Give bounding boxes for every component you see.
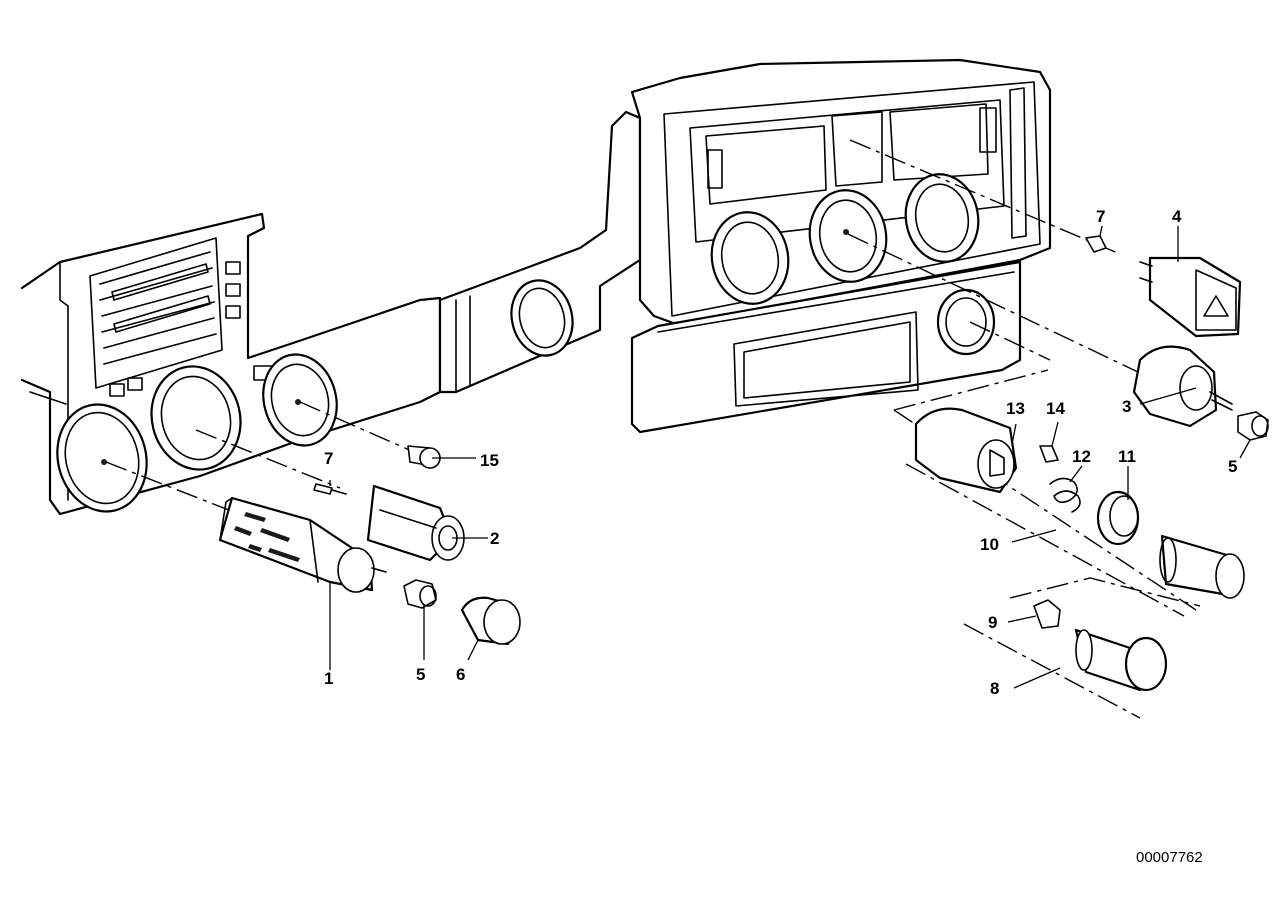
part-6-cap — [460, 596, 521, 646]
callout-2: 2 — [490, 529, 499, 548]
callout-14: 14 — [1046, 399, 1065, 418]
callout-7-right: 7 — [1096, 207, 1105, 226]
part-2-socket — [366, 484, 465, 562]
callout-5-right: 5 — [1228, 457, 1237, 476]
part-12-spring — [1049, 477, 1081, 513]
leader-lines — [329, 225, 1251, 689]
callout-10: 10 — [980, 535, 999, 554]
part-14-bulb — [1039, 445, 1059, 463]
document-number: 00007762 — [1136, 849, 1203, 866]
callout-6: 6 — [456, 665, 465, 684]
part-9-knob — [1033, 599, 1061, 629]
callout-15: 15 — [480, 451, 499, 470]
part-3-rotary-switch — [1132, 345, 1233, 428]
part-5-knob-left — [403, 579, 437, 609]
callout-12: 12 — [1072, 447, 1091, 466]
left-dashboard-panel — [20, 212, 442, 516]
center-console — [630, 58, 1052, 434]
part-8-lighter — [1074, 628, 1168, 692]
part-4-hazard-switch — [1139, 256, 1242, 338]
callout-5-left: 5 — [416, 665, 425, 684]
callout-13: 13 — [1006, 399, 1025, 418]
callout-9: 9 — [988, 613, 997, 632]
part-13-socket-housing — [914, 407, 1018, 494]
part-10-socket-tube — [1159, 534, 1245, 599]
part-15-knob — [407, 445, 441, 469]
part-7-bulb-right — [1085, 235, 1107, 253]
center-dashboard-beam — [438, 110, 642, 394]
part-5-knob-right — [1237, 411, 1269, 441]
part-7-bulb-left — [313, 483, 347, 495]
callout-11: 11 — [1118, 447, 1136, 466]
callout-1: 1 — [324, 669, 333, 688]
callout-4: 4 — [1172, 207, 1182, 226]
part-11-ring — [1096, 490, 1140, 546]
callout-7-left: 7 — [324, 449, 333, 468]
callout-labels: 1 2 3 4 5 5 6 7 7 8 9 10 11 12 13 14 15 — [324, 207, 1237, 698]
part-1-switch-block — [218, 496, 387, 593]
callout-8: 8 — [990, 679, 999, 698]
callout-3: 3 — [1122, 397, 1131, 416]
assembly-lines — [105, 139, 1201, 719]
